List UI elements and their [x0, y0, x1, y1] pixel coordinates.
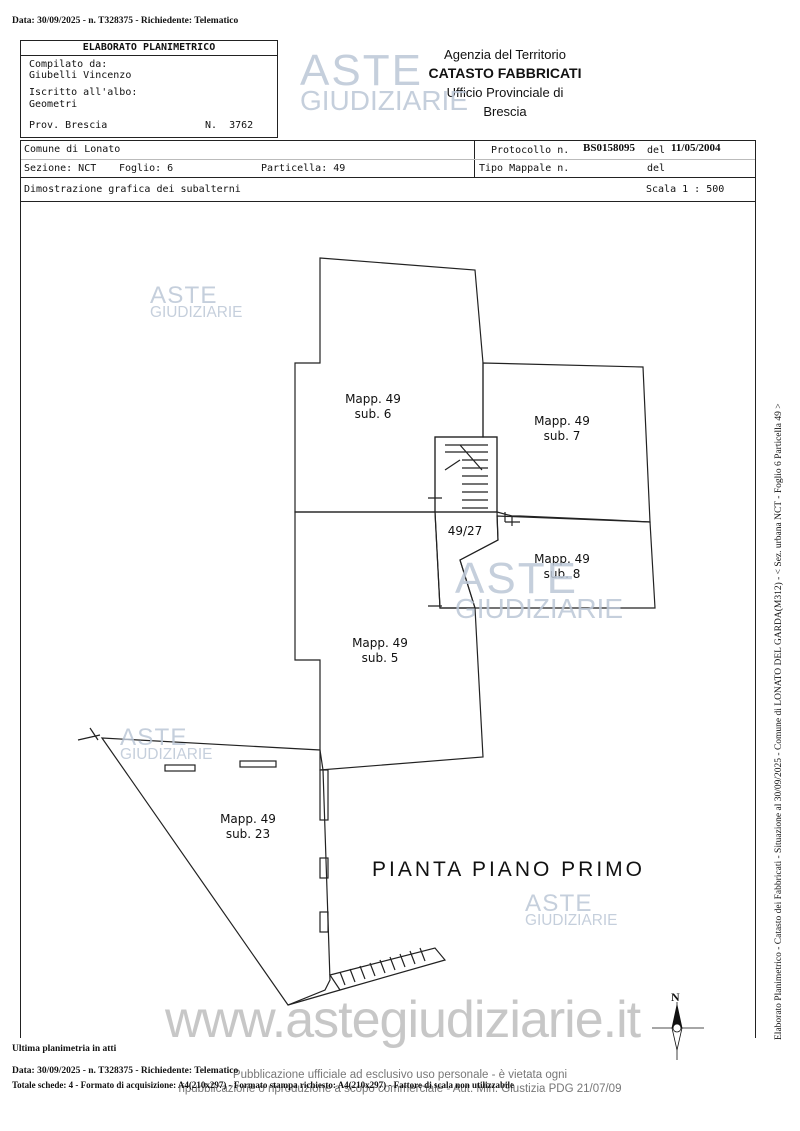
compiled-label: Compilato da: [29, 59, 108, 70]
province: Prov. Brescia [29, 120, 108, 131]
sezione: Sezione: NCT [24, 163, 97, 174]
registry-label: Iscritto all'albo: [29, 87, 138, 98]
sub6-outline [294, 257, 484, 513]
protocollo-number: BS0158095 [583, 142, 635, 154]
label-common: 49/27 [447, 524, 483, 538]
stair-ticks [428, 497, 520, 607]
tipo-mappale: Tipo Mappale n. [479, 163, 570, 174]
bottom-stairs [329, 947, 447, 991]
footer-line-2: Totale schede: 4 - Formato di acquisizio… [12, 1080, 514, 1090]
railing-2 [239, 760, 277, 768]
railing-3 [319, 769, 329, 821]
railing-5 [319, 911, 329, 933]
agency-name: Agenzia del Territorio [444, 47, 566, 62]
watermark-notice: Pubblicazione ufficiale ad esclusivo uso… [178, 1069, 622, 1095]
sub23-outline [100, 737, 331, 1006]
protocollo-date: 11/05/2004 [671, 142, 721, 154]
side-caption: Elaborato Planimetrico - Catasto dei Fab… [774, 403, 784, 1040]
registry-number: N. 3762 [205, 120, 254, 131]
footer-line-1: Data: 30/09/2025 - n. T328375 - Richiede… [12, 1066, 239, 1076]
protocollo-label: Protocollo n. [491, 145, 570, 156]
north-arrow-icon [652, 1002, 704, 1060]
agency-block: Agenzia del Territorio CATASTO FABBRICAT… [400, 45, 610, 121]
stairs-steps [444, 444, 488, 509]
cut-line [77, 727, 101, 741]
protocollo-del: del [647, 145, 666, 156]
drawing-frame [20, 202, 756, 1038]
railing-4 [319, 857, 329, 879]
stairs-outline [434, 436, 498, 513]
elaborato-title: ELABORATO PLANIMETRICO [21, 41, 277, 56]
floor-title: PIANTA PIANO PRIMO [372, 858, 645, 881]
tipo-del: del [647, 163, 666, 174]
office-city: Brescia [483, 104, 527, 119]
compiled-name: Giubelli Vincenzo [29, 70, 132, 81]
registry-value: Geometri [29, 99, 78, 110]
request-line: Data: 30/09/2025 - n. T328375 - Richiede… [12, 16, 239, 26]
catasto-title: CATASTO FABBRICATI [428, 65, 582, 81]
watermark-site: www.astegiudiziarie.it [165, 991, 641, 1049]
particella: Particella: 49 [261, 163, 346, 174]
header-left-box: ELABORATO PLANIMETRICO Compilato da: Giu… [20, 40, 278, 138]
railing-1 [164, 764, 196, 772]
comune: Comune di Lonato [24, 144, 121, 155]
sub5-outline [294, 511, 484, 771]
north-label: N [671, 990, 680, 1004]
ultima-planimetria: Ultima planimetria in atti [12, 1044, 117, 1054]
scala: Scala 1 : 500 [646, 184, 725, 195]
office-label: Ufficio Provinciale di [446, 85, 564, 100]
foglio: Foglio: 6 [119, 163, 174, 174]
info-grid: Comune di Lonato Protocollo n. BS0158095… [20, 140, 756, 202]
bottom-edge [287, 989, 341, 1006]
dimostrazione: Dimostrazione grafica dei subalterni [24, 184, 241, 195]
